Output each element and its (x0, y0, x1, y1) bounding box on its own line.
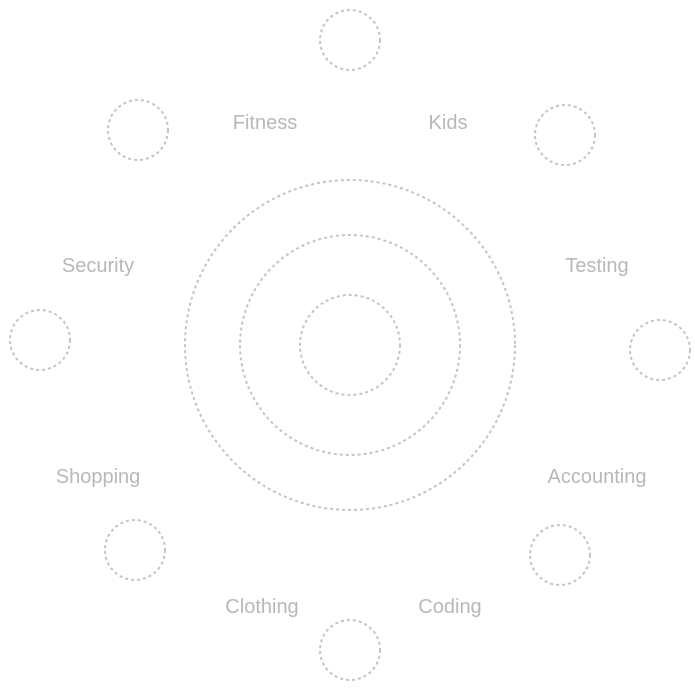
node-label-clothing: Clothing (225, 596, 299, 618)
cart-icon (9, 309, 71, 371)
node-label-fitness: Fitness (232, 112, 298, 134)
code-icon (529, 524, 591, 586)
child-icon (319, 619, 381, 681)
node-label-testing: Testing (565, 255, 629, 277)
check-icon (534, 104, 596, 166)
globe-network-icon (299, 294, 401, 396)
node-label-coding: Coding (418, 596, 482, 618)
shirt-icon (104, 519, 166, 581)
node-label-accounting: Accounting (547, 466, 647, 488)
dumbbell-icon (319, 9, 381, 71)
shield-icon (107, 99, 169, 161)
calculator-icon (629, 319, 691, 381)
outer-ring (184, 179, 516, 511)
node-label-shopping: Shopping (55, 466, 141, 488)
inner-ring (239, 234, 461, 456)
node-label-kids: Kids (428, 112, 468, 134)
node-label-security: Security (61, 255, 135, 277)
